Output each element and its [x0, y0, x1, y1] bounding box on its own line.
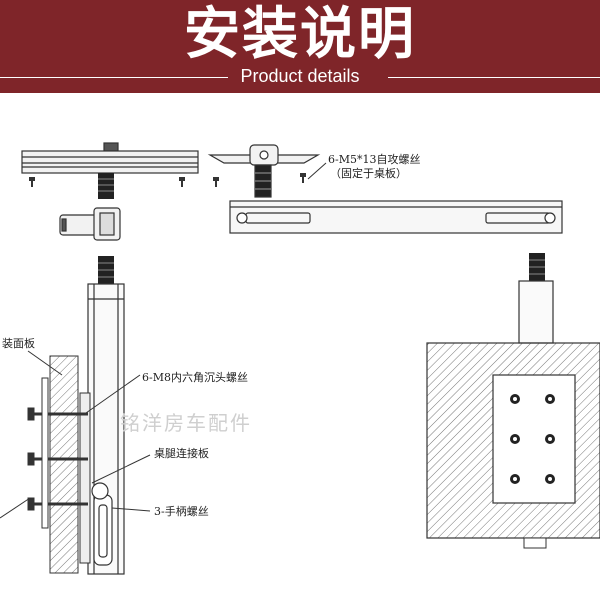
label-handle-screw: 3-手柄螺丝 [154, 504, 209, 518]
bottom-tab [523, 537, 547, 549]
watermark: 铭洋房车配件 [120, 411, 252, 435]
leader-line-edge [0, 497, 31, 519]
leg-threaded-top [98, 256, 114, 284]
leader-line-handle [111, 507, 151, 512]
top-plate-side-view [21, 142, 199, 174]
washer-strip [41, 377, 49, 529]
right-leg-tube [518, 280, 554, 344]
page-title: 安装说明 [184, 2, 416, 67]
label-hex-screw: 6-M8内六角沉头螺丝 [142, 370, 248, 384]
right-threaded-post [529, 253, 545, 281]
bracket-side-view [207, 144, 321, 198]
self-tap-screw-icon [29, 177, 185, 187]
threaded-post [98, 173, 114, 199]
mount-plate [79, 392, 91, 564]
page-subtitle: Product details [240, 66, 360, 86]
handle-lever [91, 482, 113, 566]
subtitle-rule-left [0, 77, 228, 78]
wall-panel [49, 355, 79, 574]
bolt-hole-center [513, 397, 552, 481]
leader-line-panel [27, 350, 63, 376]
label-plate: 桌腿连接板 [154, 446, 209, 460]
base-plate [492, 374, 576, 504]
subtitle-rule-right [388, 77, 600, 78]
leader-line-screw [307, 162, 327, 180]
leader-line-hex-screw [85, 374, 141, 414]
header-banner: 安装说明 Product details [0, 0, 600, 93]
leader-line-plate [91, 454, 151, 484]
label-panel: 装面板 [2, 336, 35, 350]
label-self-tap-screw: 6-M5*13自攻螺丝 [328, 152, 420, 166]
installation-diagram: 6-M5*13自攻螺丝 （固定于桌板） 装面板 6-M8内六角沉头螺丝 [0, 142, 600, 575]
handle-clamp [59, 207, 121, 241]
bracket-screw-icon [213, 173, 306, 187]
label-self-tap-screw-note: （固定于桌板） [330, 166, 407, 180]
slide-rail [229, 200, 563, 234]
